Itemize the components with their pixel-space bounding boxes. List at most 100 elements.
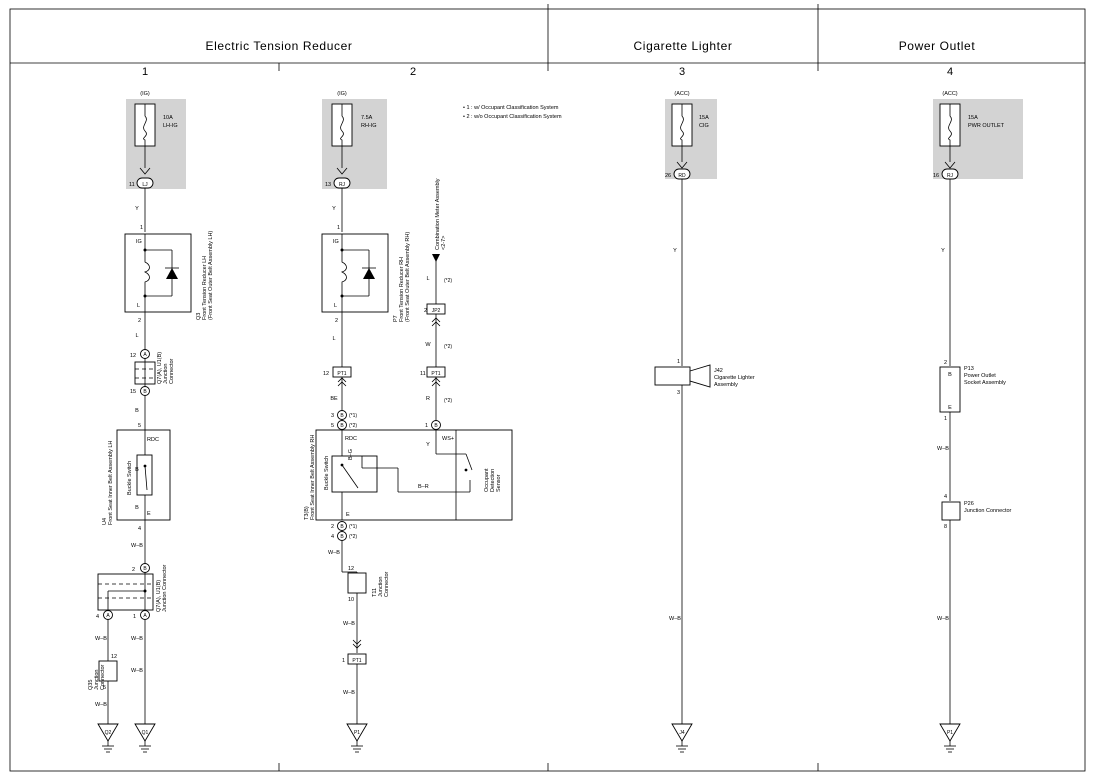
svg-text:L: L: [135, 333, 138, 339]
ground-symbol: J4: [671, 723, 693, 753]
svg-text:A: A: [143, 352, 147, 358]
column-1-circuit: Y 1 IG L Q3 Front Tension Reducer LH (Fr…: [88, 188, 214, 753]
svg-text:B: B: [434, 423, 438, 429]
junction-connector-q7-lower: [97, 573, 154, 611]
svg-text:IG: IG: [333, 239, 339, 245]
svg-text:B: B: [340, 524, 344, 530]
svg-text:12: 12: [130, 353, 136, 359]
svg-text:1: 1: [425, 423, 428, 429]
svg-text:IG: IG: [136, 239, 142, 245]
svg-text:12: 12: [323, 371, 329, 377]
svg-text:P7: P7: [393, 315, 399, 322]
svg-text:Detection: Detection: [490, 469, 496, 492]
fuse-name: RH-IG: [361, 123, 377, 129]
svg-text:(*1): (*1): [349, 413, 357, 419]
svg-text:RDC: RDC: [147, 437, 159, 443]
svg-text:L: L: [426, 276, 429, 282]
tension-reducer-lh: [124, 233, 192, 313]
svg-text:W–B: W–B: [131, 636, 143, 642]
svg-text:Q2: Q2: [105, 730, 112, 736]
section-title-power-outlet: Power Outlet: [899, 39, 976, 53]
svg-text:J42: J42: [714, 368, 723, 374]
svg-text:R: R: [426, 396, 430, 402]
svg-text:LJ: LJ: [142, 182, 148, 188]
svg-text:Y: Y: [135, 206, 139, 212]
diode-symbol: [363, 268, 375, 279]
svg-text:Junction Connector: Junction Connector: [162, 564, 168, 612]
svg-text:8: 8: [944, 524, 947, 530]
note-line-1: • 1 : w/ Occupant Classification System: [463, 105, 559, 111]
svg-text:Buckle Switch: Buckle Switch: [127, 461, 133, 495]
svg-text:Connector: Connector: [100, 664, 106, 690]
svg-text:W–B: W–B: [131, 668, 143, 674]
svg-text:W–B: W–B: [95, 702, 107, 708]
svg-text:(*2): (*2): [444, 278, 452, 284]
cigarette-lighter-assembly: [654, 366, 691, 386]
svg-text:Sensor: Sensor: [496, 474, 502, 492]
svg-text:4: 4: [331, 534, 334, 540]
diode-symbol: [166, 268, 178, 279]
fuse-block-4: (ACC) 15A PWR OUTLET 16 RJ: [933, 91, 1023, 180]
junction-connector-p26: [941, 501, 961, 521]
svg-text:Combination Meter Assembly: Combination Meter Assembly: [435, 178, 441, 250]
fuse-pin: 13: [325, 182, 331, 188]
svg-text:4: 4: [944, 494, 947, 500]
svg-text:Connector: Connector: [384, 571, 390, 597]
svg-text:2: 2: [138, 318, 141, 324]
svg-text:1: 1: [342, 658, 345, 664]
svg-text:Cigarette Lighter: Cigarette Lighter: [714, 375, 755, 381]
fuse-pin: 11: [129, 182, 135, 188]
svg-text:Y: Y: [941, 248, 945, 254]
svg-text:B: B: [948, 372, 952, 378]
svg-text:PT1: PT1: [352, 658, 361, 664]
svg-text:L: L: [332, 336, 335, 342]
svg-text:W–B: W–B: [669, 616, 681, 622]
svg-text:11: 11: [420, 371, 426, 377]
svg-text:A: A: [106, 613, 110, 619]
svg-text:L: L: [334, 303, 337, 309]
svg-text:1: 1: [337, 225, 340, 231]
svg-text:Y: Y: [673, 248, 677, 254]
svg-text:(*2): (*2): [349, 534, 357, 540]
svg-text:Occupant: Occupant: [484, 468, 490, 492]
svg-text:B: B: [340, 423, 344, 429]
svg-text:(*1): (*1): [349, 524, 357, 530]
svg-text:Socket Assembly: Socket Assembly: [964, 380, 1006, 386]
fuse-block-1: (IG) 10A LH-IG 11 LJ: [126, 91, 186, 189]
column-number-3: 3: [679, 66, 685, 78]
svg-text:Y: Y: [426, 442, 430, 448]
fuse-supply-label: (IG): [337, 91, 347, 97]
section-title-cigarette-lighter: Cigarette Lighter: [634, 39, 733, 53]
fuse-supply-label: (IG): [140, 91, 150, 97]
svg-text:3: 3: [677, 390, 680, 396]
svg-text:P1: P1: [354, 730, 360, 736]
fuse-pin: 16: [933, 173, 939, 179]
svg-text:Q7(A), U1(B): Q7(A), U1(B): [156, 580, 162, 612]
svg-text:B: B: [143, 566, 147, 572]
svg-text:2: 2: [424, 308, 427, 314]
ground-symbol: Q2: [97, 723, 119, 753]
svg-text:T11: T11: [372, 588, 378, 597]
tension-reducer-lh-name: Front Tension Reducer LH: [202, 256, 208, 320]
svg-text:2: 2: [132, 567, 135, 573]
fuse-rating: 7.5A: [361, 115, 373, 121]
svg-text:Y: Y: [332, 206, 336, 212]
svg-text:Junction Connector: Junction Connector: [964, 508, 1012, 514]
fuse-block-3: (ACC) 15A CIG 26 RD: [665, 91, 717, 180]
svg-text:Front Tension Reducer RH: Front Tension Reducer RH: [399, 257, 405, 322]
svg-text:W–B: W–B: [95, 636, 107, 642]
fuse-pin: 26: [665, 173, 671, 179]
svg-text:1: 1: [944, 416, 947, 422]
svg-text:E: E: [346, 512, 350, 518]
svg-text:B: B: [135, 408, 139, 414]
column-4-circuit: Y 2 B E P13 Power Outlet Socket Assembly…: [937, 179, 1012, 753]
svg-text:B–G: B–G: [348, 449, 354, 460]
svg-text:1: 1: [133, 614, 136, 620]
svg-text:W–B: W–B: [343, 621, 355, 627]
fuse-supply-label: (ACC): [674, 91, 689, 97]
svg-text:P26: P26: [964, 501, 974, 507]
junction-connector-t11: [347, 572, 367, 594]
fuse-name: PWR OUTLET: [968, 123, 1005, 129]
svg-text:W–B: W–B: [328, 550, 340, 556]
ground-symbol: P1: [346, 723, 368, 753]
